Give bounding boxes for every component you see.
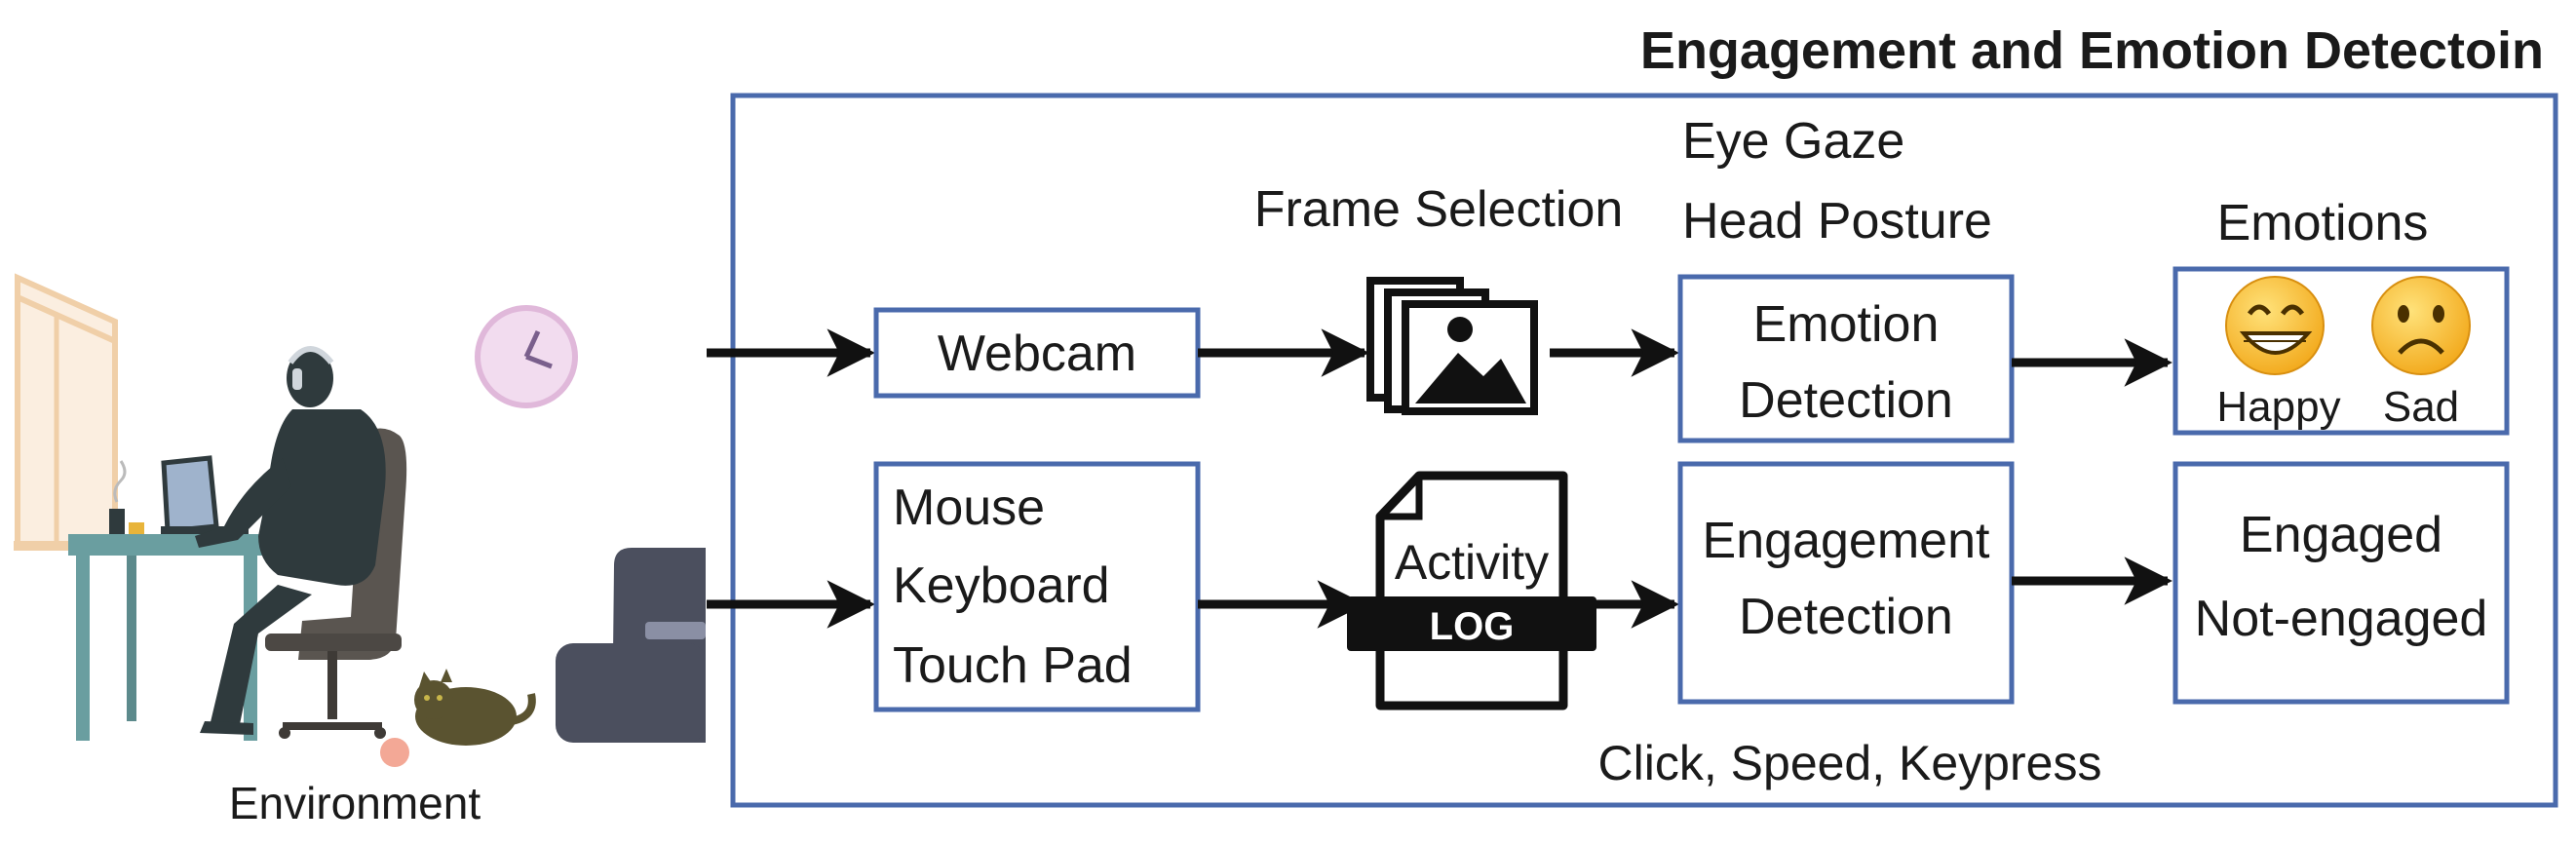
person-icon: [195, 346, 386, 735]
engaged-label: Engaged: [2240, 507, 2442, 563]
emotions-title: Emotions: [2217, 195, 2429, 251]
eye-gaze-label: Eye Gaze: [1682, 113, 1904, 170]
engagement-detection-box: Engagement Detection: [1677, 461, 2015, 705]
emotion-detection-line2: Detection: [1739, 372, 1953, 429]
detection-frame: [730, 93, 2558, 808]
engagement-detection-line2: Detection: [1739, 589, 1953, 645]
engagement-detection-line1: Engagement: [1703, 513, 1990, 569]
ball-icon: [380, 738, 409, 767]
engagement-output-box: Engaged Not-engaged: [2172, 461, 2510, 705]
activity-log-icon: Activity LOG: [1347, 471, 1596, 711]
happy-label: Happy: [2216, 383, 2340, 431]
features-label: Click, Speed, Keypress: [1598, 736, 2102, 790]
laptop-icon: [161, 455, 249, 534]
mouse-label: Mouse: [893, 480, 1045, 536]
diagram-title: Engagement and Emotion Detectoin: [1640, 21, 2544, 80]
window-icon: [14, 273, 121, 551]
emotion-detection-line1: Emotion: [1753, 296, 1940, 353]
cup-icon: [109, 460, 144, 534]
emotions-box: Happy Sad: [2172, 266, 2510, 436]
frame-selection-label: Frame Selection: [1254, 181, 1624, 238]
environment-label: Environment: [229, 778, 481, 828]
cat-icon: [414, 669, 536, 746]
emotion-detection-box: Emotion Detection: [1677, 274, 2015, 443]
input-devices-box: Mouse Keyboard Touch Pad: [873, 461, 1201, 712]
touch-pad-label: Touch Pad: [893, 637, 1133, 694]
activity-word: Activity: [1395, 535, 1549, 590]
head-posture-label: Head Posture: [1682, 193, 1992, 250]
desk-icon: [68, 534, 268, 741]
webcam-label: Webcam: [938, 326, 1136, 382]
sad-label: Sad: [2383, 383, 2459, 431]
environment-illustration: [14, 273, 706, 767]
sofa-icon: [556, 548, 706, 743]
happy-emoji-icon: [2225, 276, 2325, 375]
log-word: LOG: [1430, 605, 1515, 648]
keyboard-label: Keyboard: [893, 557, 1110, 614]
sad-emoji-icon: [2371, 276, 2471, 375]
not-engaged-label: Not-engaged: [2195, 591, 2488, 647]
webcam-box: Webcam: [873, 307, 1201, 399]
frame-selection-icon: [1366, 277, 1538, 415]
clock-icon: [475, 305, 578, 408]
